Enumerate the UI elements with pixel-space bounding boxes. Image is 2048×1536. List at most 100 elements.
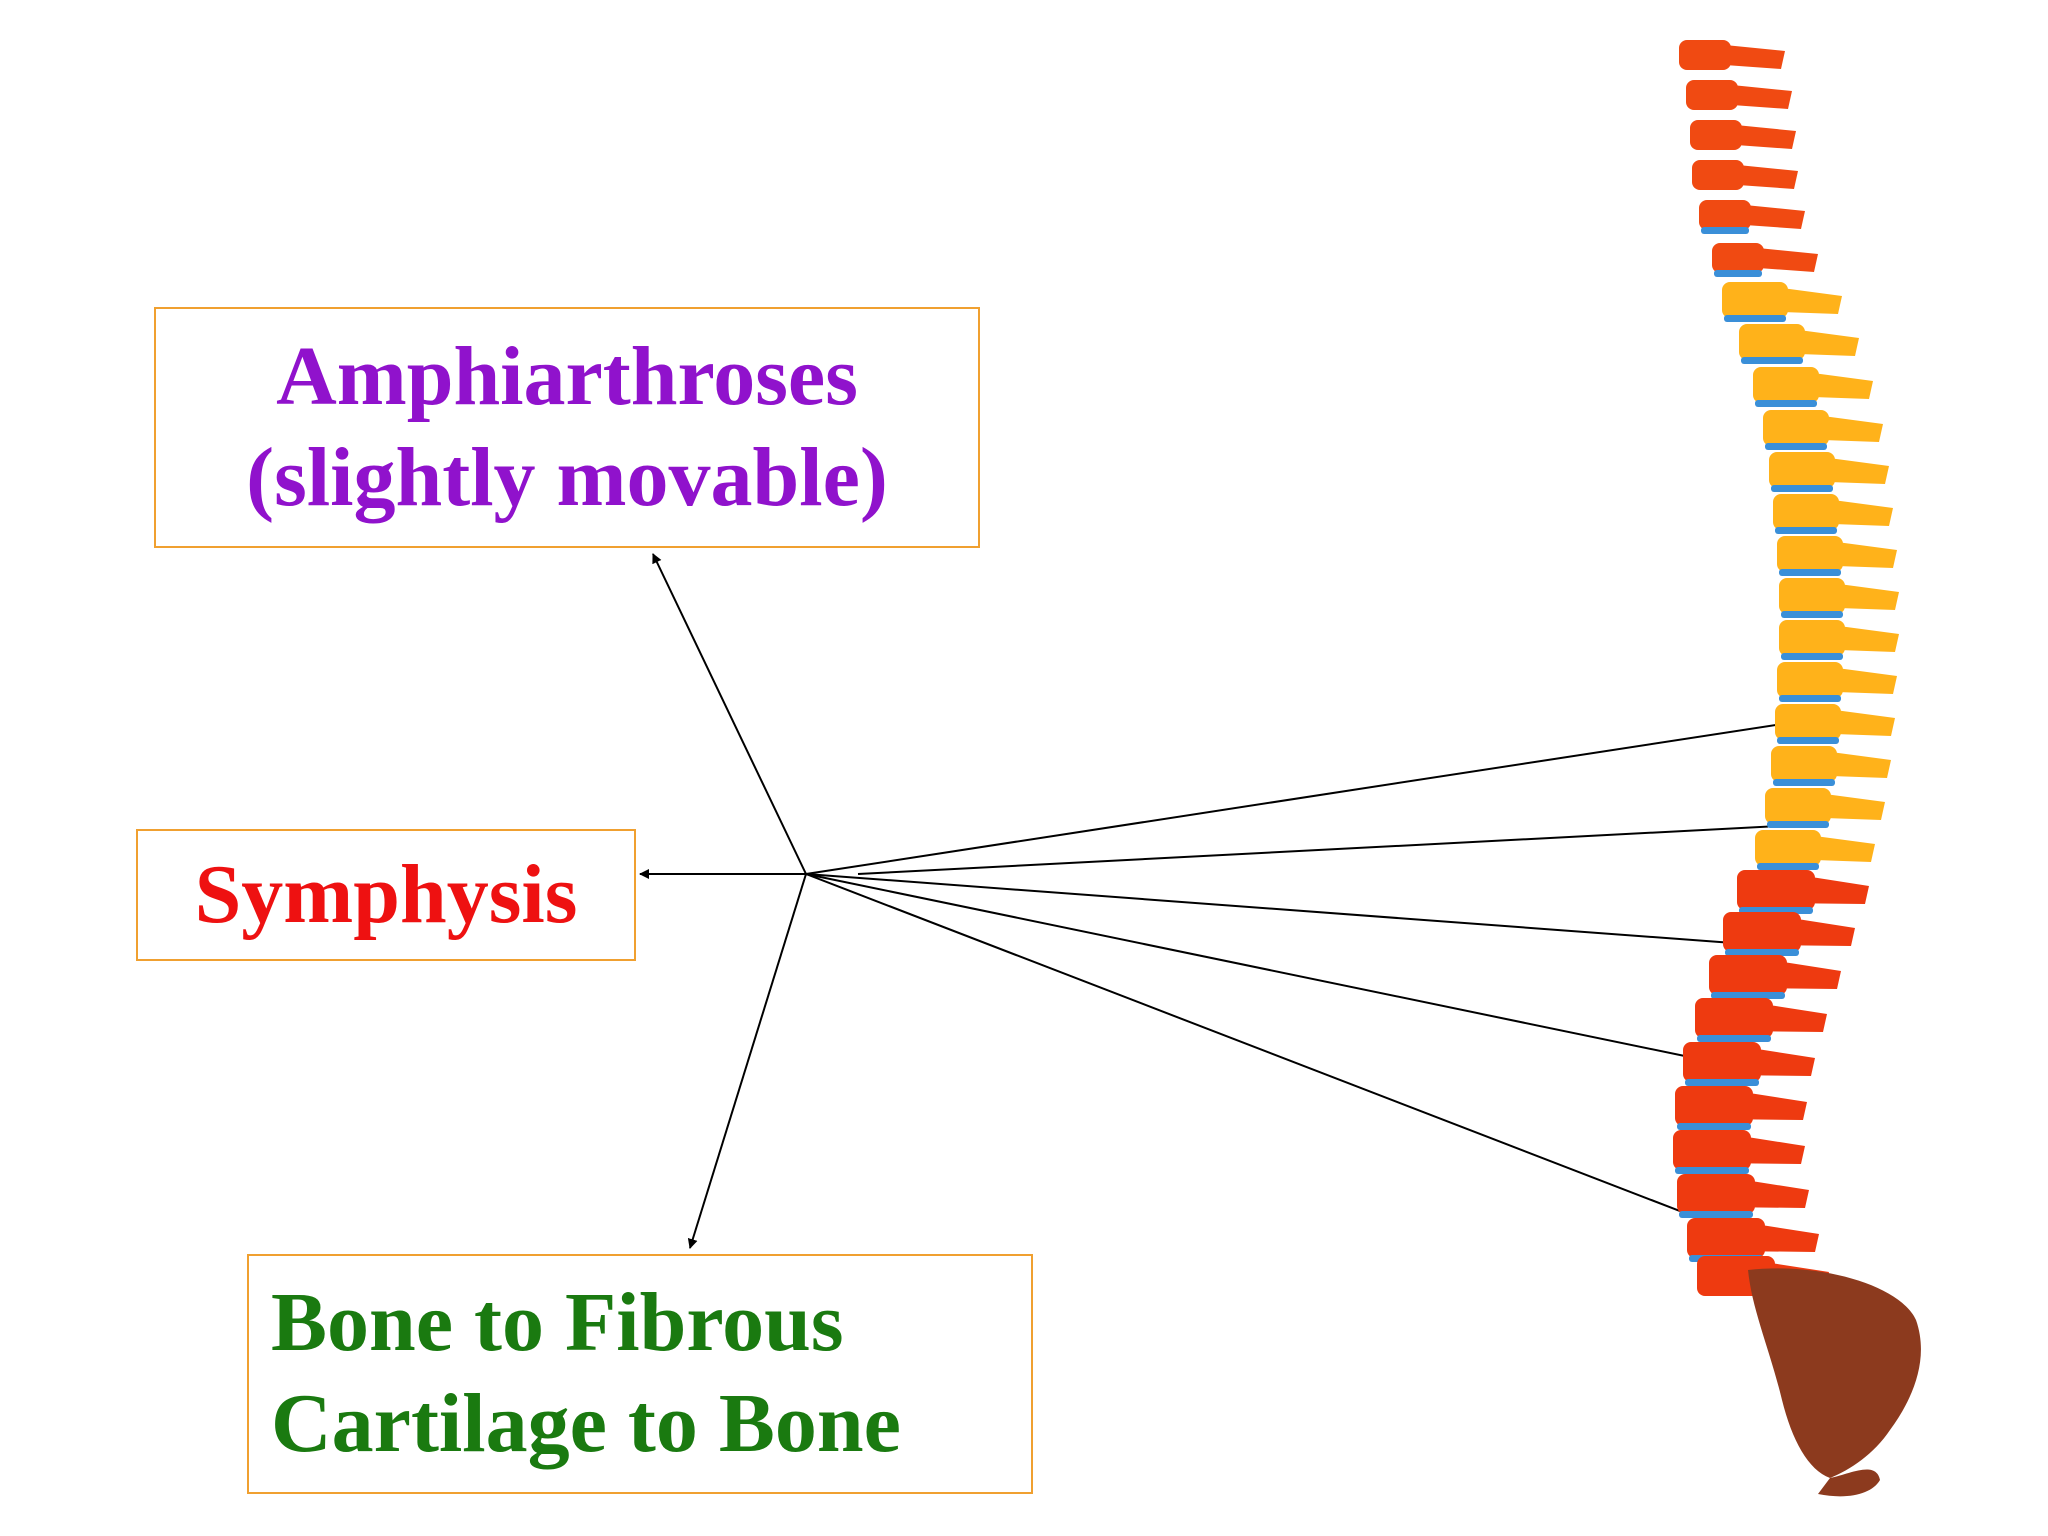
amphiarthroses-box: Amphiarthroses (slightly movable) [154,307,980,548]
vertebra-body [1675,1086,1753,1126]
vertebra-body [1692,160,1744,190]
vertebra-body [1695,998,1773,1038]
vertebra-body [1755,830,1821,866]
vertebra-body [1737,870,1815,910]
vertebra-body [1777,536,1843,572]
vertebra-process [1833,500,1893,526]
intervertebral-disc [1781,653,1843,660]
intervertebral-disc [1781,611,1843,618]
intervertebral-disc [1685,1079,1759,1086]
pointer-line-disc-4 [805,873,1705,1061]
bone-cartilage-line-1: Bone to Fibrous [271,1276,844,1370]
vertebra-process [1758,248,1818,272]
intervertebral-disc [1779,569,1841,576]
bone-cartilage-line-2: Cartilage to Bone [271,1377,901,1470]
intervertebral-disc [1711,992,1785,999]
intervertebral-disc [1725,949,1799,956]
vertebra-body [1775,704,1841,740]
vertebra-process [1829,458,1889,484]
vertebra-process [1795,918,1855,946]
intervertebral-disc [1675,1167,1749,1174]
amphiarthroses-title: Amphiarthroses [276,329,858,423]
vertebra-body [1699,200,1751,230]
vertebra-body [1723,912,1801,952]
bone-cartilage-box: Bone to Fibrous Cartilage to Bone [247,1254,1033,1494]
vertebra-body [1683,1042,1761,1082]
symphysis-label: Symphysis [194,847,578,941]
sacrum [1748,1268,1921,1478]
intervertebral-disc [1714,270,1762,277]
vertebra-process [1725,45,1785,69]
vertebra-process [1767,1004,1827,1032]
intervertebral-disc [1679,1211,1753,1218]
vertebra-process [1749,1180,1809,1208]
vertebra-process [1745,205,1805,229]
vertebra-process [1745,1136,1805,1164]
vertebra-body [1777,662,1843,698]
pointer-line-disc-1 [805,721,1796,875]
vertebra-process [1732,85,1792,109]
intervertebral-disc [1741,357,1803,364]
coccyx [1818,1469,1880,1497]
pointer-line-disc-3 [805,873,1734,944]
vertebra-process [1782,288,1842,314]
vertebra-process [1759,1224,1819,1252]
vertebra-body [1709,955,1787,995]
symphysis-box: Symphysis [136,829,636,961]
pointer-line-disc-5 [805,873,1699,1219]
vertebra-process [1809,876,1869,904]
intervertebral-disc [1765,443,1827,450]
vertebra-body [1763,410,1829,446]
vertebra-body [1765,788,1831,824]
intervertebral-disc [1755,400,1817,407]
intervertebral-disc [1677,1123,1751,1130]
arrow-to-amphiarthroses [652,553,807,875]
vertebra-process [1815,836,1875,862]
vertebra-process [1825,794,1885,820]
intervertebral-disc [1777,737,1839,744]
vertebra-process [1837,542,1897,568]
vertebra-body [1771,746,1837,782]
vertebra-body [1779,620,1845,656]
intervertebral-disc [1701,227,1749,234]
intervertebral-disc [1767,821,1829,828]
intervertebral-disc [1771,485,1833,492]
vertebra-process [1738,165,1798,189]
vertebra-body [1779,578,1845,614]
vertebra-process [1747,1092,1807,1120]
intervertebral-disc [1775,527,1837,534]
vertebra-process [1837,668,1897,694]
intervertebral-disc [1757,863,1819,870]
intervertebral-disc [1724,315,1786,322]
vertebra-process [1755,1048,1815,1076]
vertebra-body [1690,120,1742,150]
vertebra-body [1773,494,1839,530]
vertebra-process [1839,626,1899,652]
vertebra-process [1781,961,1841,989]
vertebra-process [1736,125,1796,149]
arrow-to-bone-cartilage [687,873,807,1249]
vertebra-body [1722,282,1788,318]
vertebra-body [1769,452,1835,488]
vertebra-process [1799,330,1859,356]
vertebra-process [1839,584,1899,610]
vertebra-process [1823,416,1883,442]
vertebra-process [1831,752,1891,778]
vertebra-body [1687,1218,1765,1258]
vertebra-body [1686,80,1738,110]
vertebra-process [1813,373,1873,399]
intervertebral-disc [1773,779,1835,786]
vertebra-body [1679,40,1731,70]
vertebra-body [1712,243,1764,273]
intervertebral-disc [1779,695,1841,702]
pointer-line-disc-2 [857,825,1781,875]
vertebra-body [1739,324,1805,360]
vertebra-process [1835,710,1895,736]
vertebra-body [1753,367,1819,403]
amphiarthroses-subtitle: (slightly movable) [246,430,888,524]
vertebra-body [1673,1130,1751,1170]
intervertebral-disc [1697,1035,1771,1042]
vertebra-body [1677,1174,1755,1214]
